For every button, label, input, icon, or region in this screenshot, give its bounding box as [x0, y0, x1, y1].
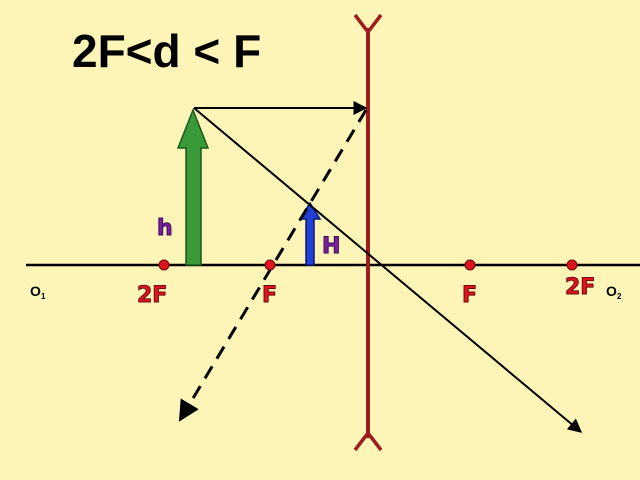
- label-right-2f: 2F: [565, 275, 595, 300]
- focal-point-left-f: [264, 259, 276, 271]
- diverging-lens: [353, 13, 383, 452]
- focal-point-right-f: [464, 259, 476, 271]
- image-arrow: [298, 201, 322, 266]
- central-ray: [193, 107, 583, 433]
- label-image-height: H: [322, 234, 340, 259]
- label-left-f: F: [262, 283, 277, 308]
- label-axis-left: O: [30, 283, 41, 299]
- dashed-extension-ray: [178, 109, 368, 422]
- object-arrow: [176, 107, 210, 266]
- focal-point-left-2f: [158, 259, 170, 271]
- label-left-2f: 2F: [137, 283, 167, 308]
- focal-point-right-2f: [566, 259, 578, 271]
- label-right-f: F: [462, 283, 477, 308]
- diagram-title: 2F<d < F: [72, 25, 261, 77]
- label-axis-right-sub: 2: [617, 292, 622, 301]
- label-axis-left-sub: 1: [41, 292, 46, 301]
- label-axis-right: O: [606, 283, 617, 299]
- label-object-height: h: [157, 216, 173, 241]
